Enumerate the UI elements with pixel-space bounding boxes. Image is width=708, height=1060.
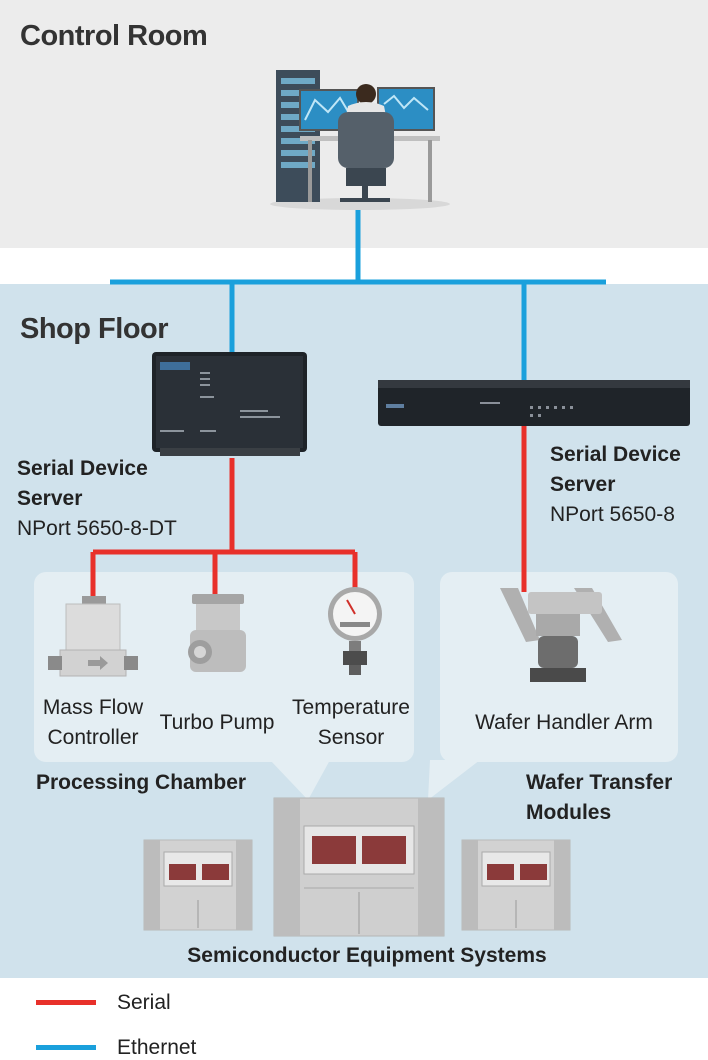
mass-flow-line-2: Controller xyxy=(47,726,139,749)
legend-ethernet-label: Ethernet xyxy=(117,1036,197,1059)
equipment-label: Semiconductor Equipment Systems xyxy=(187,944,547,967)
wafer-transfer-label-1: Wafer Transfer xyxy=(526,771,673,794)
mass-flow-controller-label: Mass Flow Controller xyxy=(28,693,158,753)
shop-floor-title: Shop Floor xyxy=(20,313,169,345)
control-room-title: Control Room xyxy=(20,20,208,52)
wafer-transfer-label-2: Modules xyxy=(526,801,612,824)
temperature-sensor-icon xyxy=(328,587,382,675)
turbo-pump-icon xyxy=(188,594,246,672)
right-server-model: NPort 5650-8 xyxy=(550,503,675,526)
turbo-pump-label: Turbo Pump xyxy=(159,711,275,734)
processing-chamber-label: Processing Chamber xyxy=(36,771,247,794)
mass-flow-controller-icon xyxy=(48,596,138,677)
semiconductor-equipment-icon xyxy=(143,797,571,937)
wafer-handler-arm-icon xyxy=(500,588,622,682)
legend-serial-label: Serial xyxy=(117,991,171,1014)
right-server-title-2: Server xyxy=(550,473,616,496)
mass-flow-line-1: Mass Flow xyxy=(42,696,144,719)
ethernet-links xyxy=(110,206,606,388)
left-server-model: NPort 5650-8-DT xyxy=(17,517,177,540)
temperature-sensor-label: Temperature Sensor xyxy=(286,693,416,753)
wafer-handler-arm-label: Wafer Handler Arm xyxy=(475,711,653,734)
right-server-title-1: Serial Device xyxy=(550,443,681,466)
operator-workstation-icon xyxy=(270,70,450,210)
legend-serial-swatch xyxy=(36,1000,96,1005)
left-server-title-2: Server xyxy=(17,487,83,510)
serial-links xyxy=(90,426,527,600)
left-server-title-1: Serial Device xyxy=(17,457,148,480)
temperature-line-1: Temperature xyxy=(292,696,410,719)
nport-5650-8-icon xyxy=(378,380,690,426)
legend-ethernet-swatch xyxy=(36,1045,96,1050)
temperature-line-2: Sensor xyxy=(317,726,385,749)
nport-5650-8-dt-icon xyxy=(152,352,307,456)
